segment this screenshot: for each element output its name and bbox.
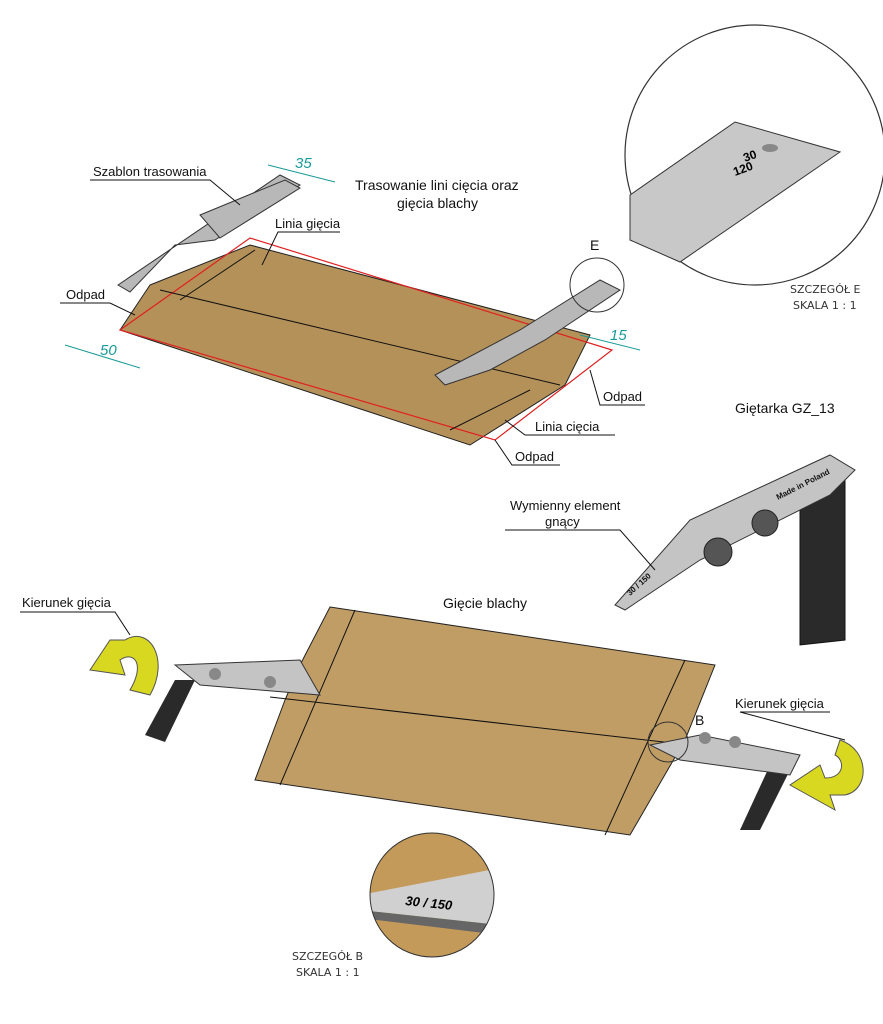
bender-tool: Made in Poland 30 / 150 [614,454,856,646]
dim-50: 50 [100,342,117,359]
template-right [434,279,621,386]
bender-title: Giętarka GZ_13 [735,400,835,416]
arrow-left [89,635,159,696]
bender-right [648,732,801,830]
direction-left-label: Kierunek gięcia [22,595,112,610]
label-cut-line: Linia cięcia [535,419,600,434]
top-title-line2: gięcia blachy [397,195,478,211]
detail-e: 30 120 [624,24,883,286]
bender-left [145,659,321,742]
label-bend-line: Linia gięcia [275,216,341,231]
detail-b-caption-2: SKALA 1 : 1 [296,966,360,979]
detail-b-caption-1: SZCZEGÓŁ B [292,950,363,963]
dim-15: 15 [610,327,627,344]
direction-right-label: Kierunek gięcia [735,696,825,711]
dim-35: 35 [295,155,312,172]
cut-outline [118,237,614,441]
label-template: Szablon trasowania [93,164,207,179]
detail-e-marker-circle [569,257,625,313]
bottom-title: Gięcie blachy [443,595,527,611]
arrow-right [789,739,864,812]
detail-e-caption-2: SKALA 1 : 1 [793,299,857,312]
detail-b-marker: B [695,712,704,728]
label-waste-right: Odpad [603,389,642,404]
bender-label-1: Wymienny element [510,498,621,513]
detail-e-caption-1: SZCZEGÓŁ E [790,283,861,296]
bender-label-2: gnący [545,514,580,529]
detail-e-marker: E [590,237,599,253]
detail-b-marker-circle [647,721,689,763]
bottom-sheet [254,606,716,836]
detail-e-marking-1: 30 [741,147,759,165]
bend-line [159,289,561,386]
top-title-line1: Trasowanie lini cięcia oraz [355,177,519,193]
detail-b-marking: 30 / 150 [405,893,454,913]
detail-e-marking-2: 120 [731,159,755,179]
top-sheet [118,237,614,446]
label-waste-bottom: Odpad [515,449,554,464]
label-waste-left: Odpad [66,287,105,302]
detail-b: 30 / 150 [369,832,495,958]
